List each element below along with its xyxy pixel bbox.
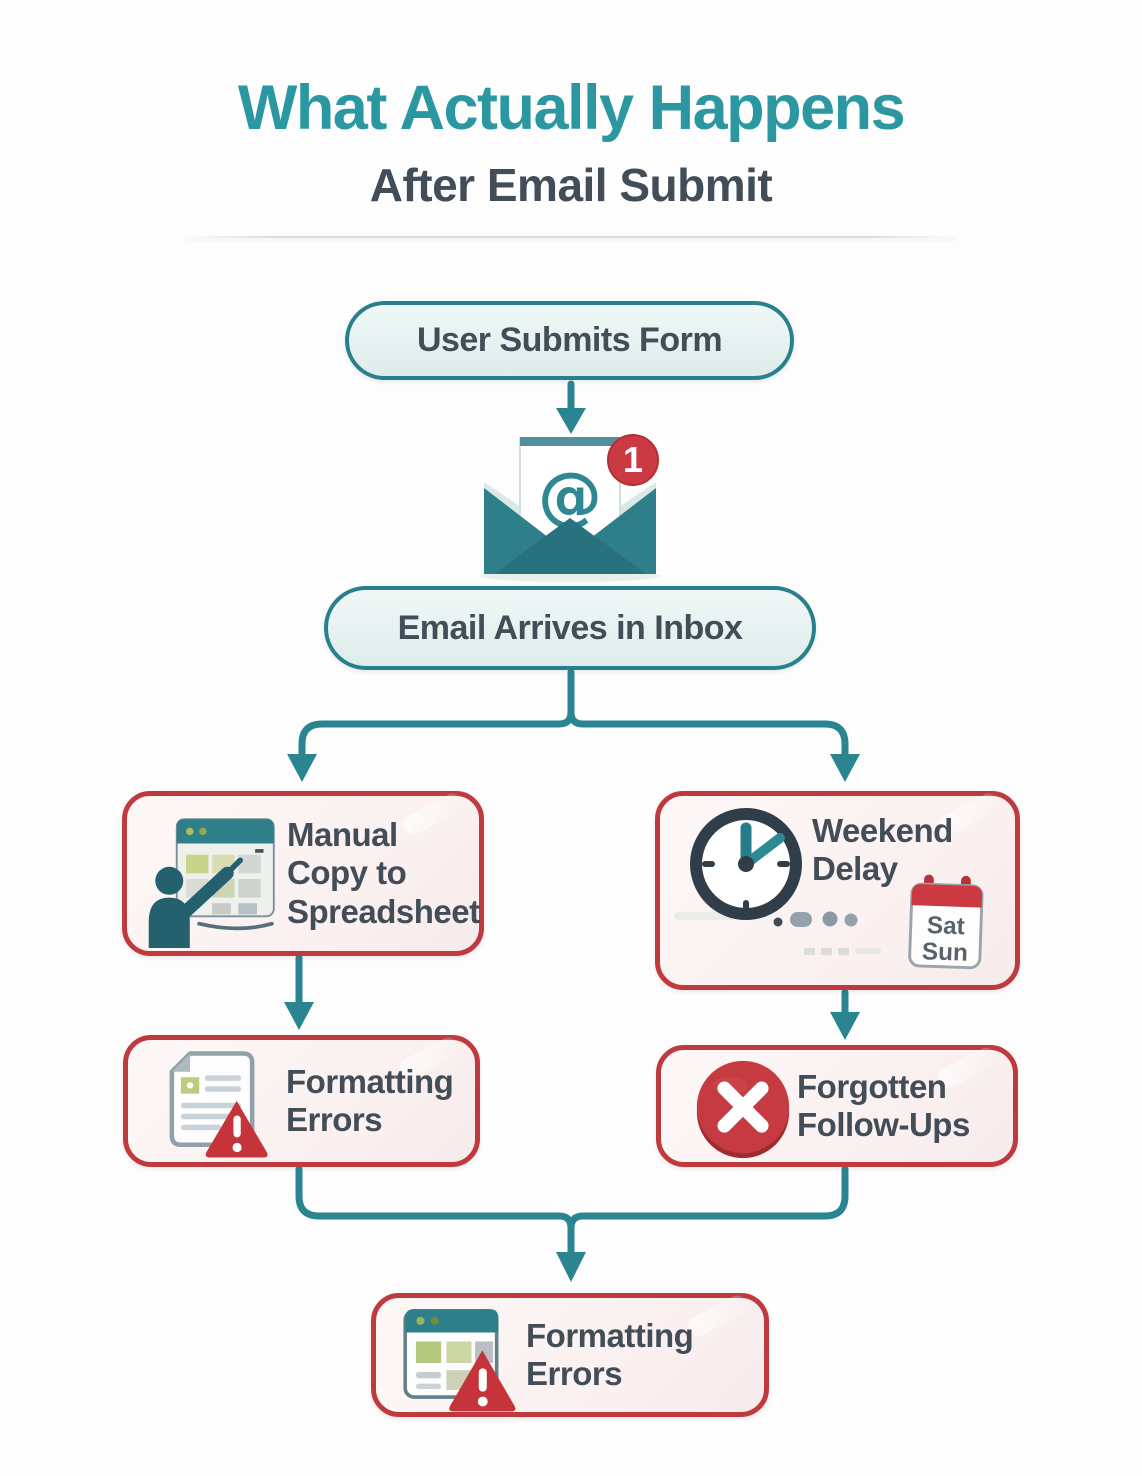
clock-icon (674, 808, 881, 955)
node-weekend-delay: Weekend Delay Sat Sun (655, 790, 1020, 990)
node-formatting-errors-left: Formatting Errors (123, 1034, 480, 1167)
node-label-line: Manual (287, 816, 398, 854)
title-divider (186, 236, 956, 238)
email-envelope-icon: @ 1 (480, 434, 660, 582)
error-x-icon (696, 1060, 790, 1159)
node-label-line: Forgotten (797, 1067, 947, 1105)
calendar-day-sun: Sun (921, 938, 968, 967)
node-label: Email Arrives in Inbox (397, 608, 743, 647)
node-formatting-errors-final: Formatting Errors (371, 1292, 769, 1417)
node-label-line: Formatting (526, 1316, 694, 1354)
page-title: What Actually Happens (237, 73, 906, 143)
node-label-line: Weekend (812, 812, 953, 849)
box-shine (685, 1292, 751, 1340)
page-subtitle: After Email Submit (369, 159, 773, 211)
node-label: User Submits Form (416, 321, 723, 359)
weekend-calendar-icon: Sat Sun (908, 874, 984, 970)
node-email-arrives-inbox: Email Arrives in Inbox (324, 586, 816, 670)
decor-lines (804, 948, 881, 955)
node-user-submits-form: User Submits Form (345, 301, 794, 380)
node-label-line: Follow-Ups (797, 1106, 970, 1143)
node-label-line: Errors (526, 1355, 623, 1392)
badge-count: 1 (623, 439, 643, 480)
node-label-line: Copy to (287, 854, 407, 892)
spreadsheet-user-icon (148, 818, 275, 948)
node-manual-copy-spreadsheet: Manual Copy to Spreadsheet (122, 790, 484, 956)
calendar-day-sat: Sat (926, 912, 965, 940)
notification-badge: 1 (607, 434, 659, 486)
node-label-line: Spreadsheet (287, 892, 480, 930)
delay-dots (773, 911, 858, 927)
node-label-line: Delay (812, 850, 898, 888)
node-forgotten-followups: Forgotten Follow-Ups (656, 1044, 1018, 1167)
node-label-line: Errors (286, 1101, 383, 1138)
document-warning-icon (169, 1051, 268, 1158)
node-label-line: Formatting (286, 1062, 454, 1100)
browser-warning-icon (403, 1309, 516, 1412)
